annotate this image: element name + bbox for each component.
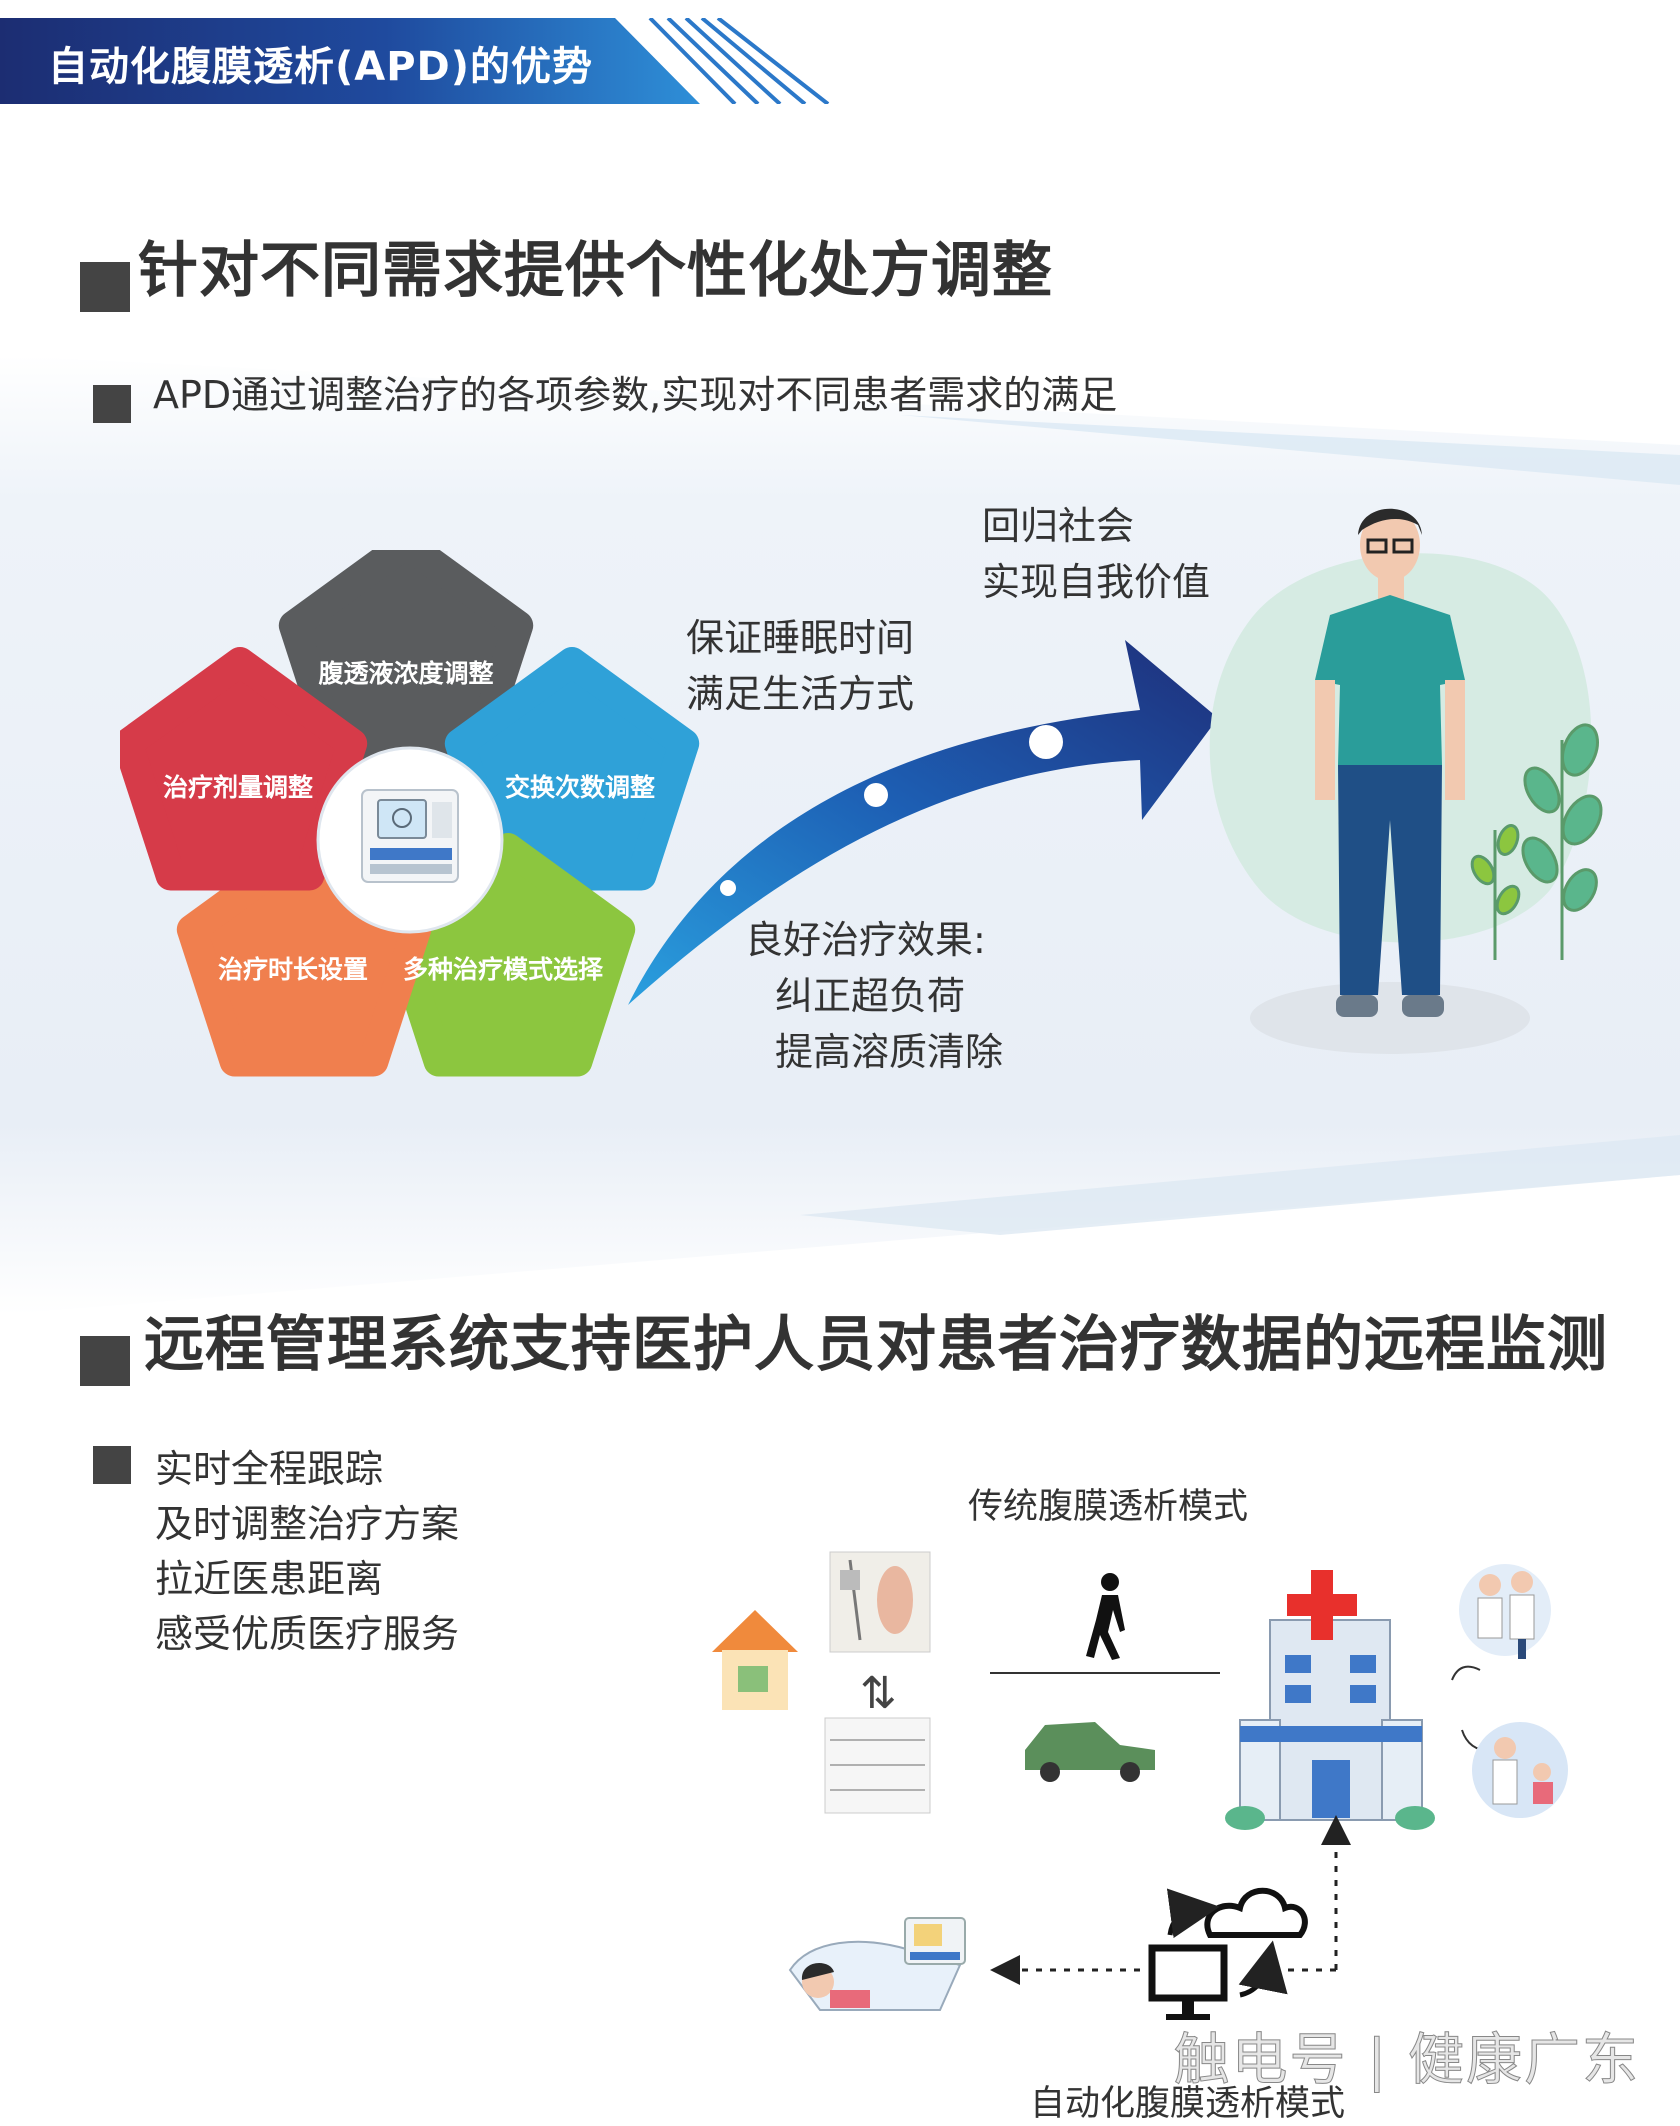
doctors-icon	[1459, 1564, 1551, 1659]
healthy-person-illustration	[1209, 508, 1603, 1054]
square-bullet-icon	[93, 1446, 131, 1484]
header-banner	[0, 18, 830, 104]
walking-person-icon	[1086, 1573, 1125, 1660]
benefit-sleep-line2: 满足生活方式	[686, 672, 915, 716]
section1-subheading: APD通过调整治疗的各项参数,实现对不同患者需求的满足	[93, 364, 1117, 423]
square-bullet-icon	[80, 261, 130, 312]
doctor-patient-icon	[1472, 1722, 1568, 1818]
car-icon	[1025, 1722, 1155, 1782]
petal-duration: 治疗时长设置	[217, 955, 369, 984]
petal-exchanges: 交换次数调整	[504, 773, 656, 802]
benefit-effect-line1: 良好治疗效果:	[745, 918, 986, 962]
section1-title: 针对不同需求提供个性化处方调整	[138, 236, 1053, 306]
section2-heading: 远程管理系统支持医护人员对患者治疗数据的远程监测	[80, 1296, 1608, 1386]
benefit-goal: 回归社会 实现自我价值	[982, 498, 1210, 610]
traditional-mode-label: 传统腹膜透析模式	[968, 1487, 1249, 1527]
banner-title: 自动化腹膜透析(APD)的优势	[48, 44, 594, 90]
hospital-icon	[1225, 1570, 1435, 1830]
cloud-computer-icon	[1148, 1887, 1308, 2020]
benefit-goal-line2: 实现自我价值	[982, 560, 1211, 604]
apd-device-icon	[361, 789, 459, 883]
petal-concentration: 腹透液浓度调整	[318, 659, 494, 688]
remote-management-diagram: ⇅	[712, 1551, 1568, 2020]
section2-title: 远程管理系统支持医护人员对患者治疗数据的远程监测	[144, 1310, 1608, 1380]
person-figure	[1315, 508, 1465, 1017]
adjustment-petals-diagram: 腹透液浓度调整 交换次数调整 多种治疗模式选择 治疗时长设置 治疗剂量调整	[120, 550, 700, 1090]
section1-subtitle: APD通过调整治疗的各项参数,实现对不同患者需求的满足	[153, 373, 1118, 417]
square-bullet-icon	[93, 384, 131, 423]
remote-benefits-list: 实时全程跟踪 及时调整治疗方案 拉近医患距离 感受优质医疗服务	[93, 1442, 459, 1662]
benefit-effect-line3: 提高溶质清除	[775, 1030, 1004, 1074]
list-item: 感受优质医疗服务	[155, 1612, 460, 1656]
list-item: 拉近医患距离	[155, 1557, 384, 1601]
petal-dosage: 治疗剂量调整	[162, 773, 314, 802]
petal-modes: 多种治疗模式选择	[402, 955, 604, 984]
list-item: 及时调整治疗方案	[155, 1502, 460, 1546]
benefit-effect: 良好治疗效果: 纠正超负荷 提高溶质清除	[745, 912, 1003, 1080]
progress-arrow	[628, 640, 1218, 1005]
square-bullet-icon	[80, 1335, 130, 1386]
section1-heading: 针对不同需求提供个性化处方调整	[80, 222, 1053, 312]
benefit-effect-line2: 纠正超负荷	[775, 974, 966, 1018]
sleeping-patient-icon	[788, 1917, 966, 2011]
manual-exchange-icon: ⇅	[824, 1551, 931, 1814]
svg-text:⇅: ⇅	[860, 1668, 897, 1719]
watermark: 触电号 | 健康广东	[1173, 2028, 1640, 2094]
benefit-sleep: 保证睡眠时间 满足生活方式	[686, 610, 914, 722]
plant-icon	[1470, 723, 1603, 960]
apd-mode-label: 自动化腹膜透析模式	[1030, 2084, 1346, 2124]
benefit-goal-line1: 回归社会	[982, 504, 1135, 548]
home-icon	[712, 1610, 798, 1710]
list-item: 实时全程跟踪	[155, 1447, 384, 1491]
benefit-sleep-line1: 保证睡眠时间	[686, 616, 915, 660]
